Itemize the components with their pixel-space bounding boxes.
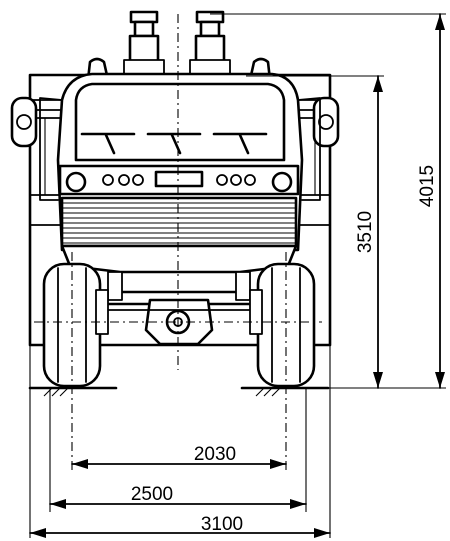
dimension-overall-height: 4015 <box>417 13 445 389</box>
headlight-left-outer <box>65 171 87 193</box>
cab-side-right <box>297 97 321 201</box>
dimension-cab-height: 3510 <box>355 75 383 389</box>
ground-right <box>240 386 330 397</box>
headlight-right-outer <box>271 171 293 193</box>
dimension-cab-height-label: 3510 <box>355 211 376 253</box>
radiator-grille <box>60 196 298 248</box>
dimension-track-label: 2500 <box>131 484 173 505</box>
truck-front-view <box>10 10 340 470</box>
headlight-panel <box>58 164 300 196</box>
front-lamp-center <box>154 170 204 188</box>
cab-side-left <box>39 97 63 201</box>
dimension-overall-width-label: 3100 <box>201 514 243 535</box>
windshield-wipers <box>80 132 268 155</box>
dimension-overall-height-label: 4015 <box>417 165 438 207</box>
dimension-inner-track: 2030 <box>71 444 287 469</box>
front-bumper <box>60 244 298 274</box>
dimension-track: 2500 <box>49 484 307 509</box>
mirror-left <box>10 96 71 148</box>
roof-nozzle-left <box>123 10 165 77</box>
ground-left <box>28 386 118 397</box>
dimension-inner-track-label: 2030 <box>194 444 236 465</box>
dimension-overall-width: 3100 <box>29 514 331 538</box>
headlight-left-inner <box>102 174 114 186</box>
wheel-left <box>42 262 109 388</box>
windshield <box>74 82 286 162</box>
wheel-right <box>249 262 316 388</box>
extension-lines <box>29 13 446 538</box>
roof-nozzle-right <box>189 10 231 77</box>
